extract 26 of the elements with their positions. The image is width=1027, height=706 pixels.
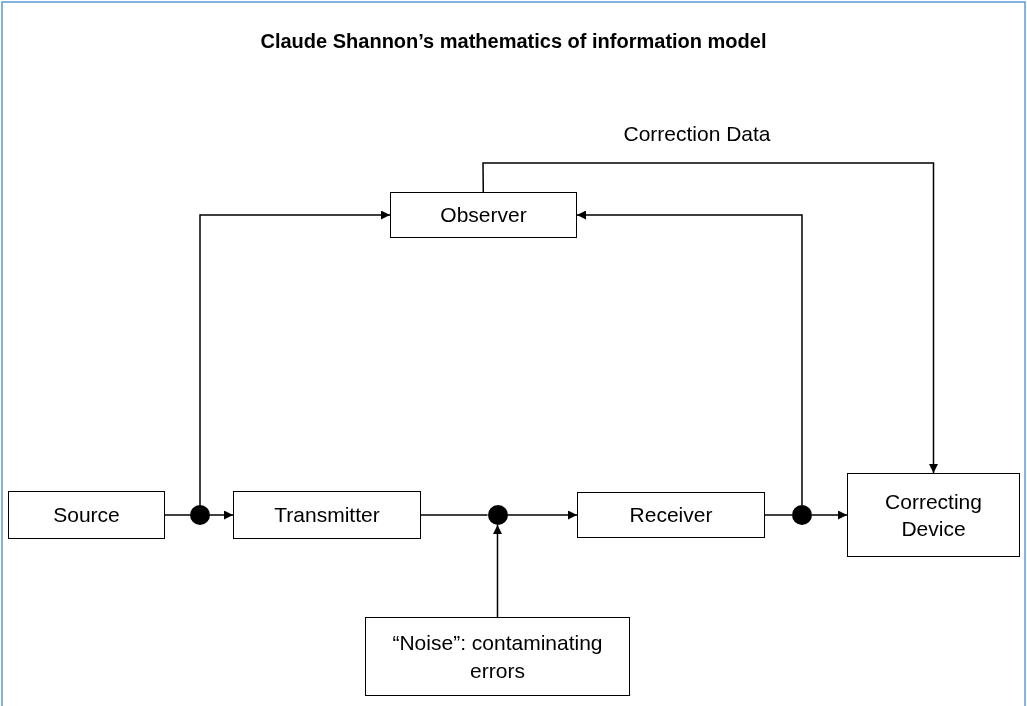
arrow xyxy=(576,210,803,506)
process-box xyxy=(365,617,630,696)
junction-dot xyxy=(190,505,210,525)
arrow xyxy=(209,510,234,520)
box-label: “Noise”: contaminating errors xyxy=(391,630,604,684)
box-label: Source xyxy=(52,502,121,529)
box-label: Correcting Device xyxy=(884,488,983,542)
process-box xyxy=(233,491,421,539)
connector-line xyxy=(420,514,489,516)
process-box xyxy=(8,491,165,539)
junction-dot xyxy=(792,505,812,525)
box-label: Receiver xyxy=(628,502,714,529)
process-box xyxy=(577,492,765,538)
arrow xyxy=(811,510,848,520)
process-box xyxy=(847,473,1020,557)
junction-dot xyxy=(487,505,508,525)
arrow xyxy=(506,510,578,520)
box-label: Transmitter xyxy=(273,502,381,529)
process-box xyxy=(390,192,577,238)
arrow xyxy=(482,162,938,474)
arrow xyxy=(199,210,391,506)
connector-line xyxy=(764,514,793,516)
box-label: Observer xyxy=(439,202,528,229)
diagram-title: Claude Shannon’s mathematics of information model xyxy=(259,30,768,53)
connector-line xyxy=(164,514,191,516)
arrow xyxy=(493,524,502,618)
